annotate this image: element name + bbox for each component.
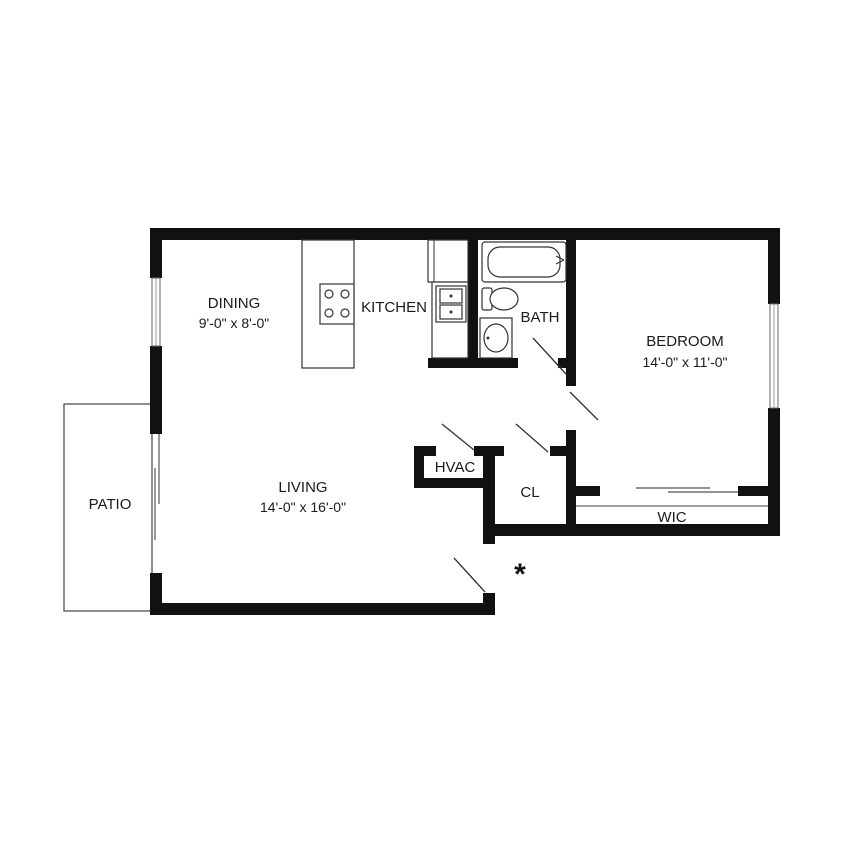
- walls: [150, 228, 780, 615]
- toilet-icon: [481, 287, 519, 311]
- wic-label: WIC: [657, 509, 686, 526]
- entry-door-icon: [453, 557, 486, 593]
- doors: [441, 337, 599, 593]
- hvac-label: HVAC: [435, 459, 476, 476]
- living-label: LIVING: [278, 479, 327, 496]
- living-dimensions: 14'-0" x 16'-0": [260, 499, 346, 515]
- bedroom-door-icon: [569, 391, 599, 421]
- windows: [151, 277, 779, 540]
- bath-door-icon: [532, 337, 567, 375]
- entry-marker: *: [514, 558, 526, 591]
- patio-outline: [63, 403, 153, 612]
- closet-label: CL: [520, 484, 539, 501]
- hvac-door-icon: [441, 423, 475, 451]
- kitchen-label: KITCHEN: [361, 299, 427, 316]
- patio-label: PATIO: [89, 496, 132, 513]
- wic-details: [576, 487, 768, 507]
- bedroom-dimensions: 14'-0" x 11'-0": [642, 354, 727, 370]
- vanity-sink-icon: [479, 317, 513, 359]
- bath-fixtures: [479, 241, 567, 359]
- cooktop-icon: [319, 283, 355, 325]
- closet-door-icon: [515, 423, 549, 453]
- dining-label: DINING: [208, 295, 261, 312]
- bath-label: BATH: [521, 309, 560, 326]
- kitchen-counter: [427, 239, 469, 359]
- bedroom-label: BEDROOM: [646, 333, 724, 350]
- room-labels: DINING 9'-0" x 8'-0" KITCHEN BATH BEDROO…: [89, 295, 728, 591]
- dining-dimensions: 9'-0" x 8'-0": [199, 315, 270, 331]
- kitchen-island: [301, 239, 355, 369]
